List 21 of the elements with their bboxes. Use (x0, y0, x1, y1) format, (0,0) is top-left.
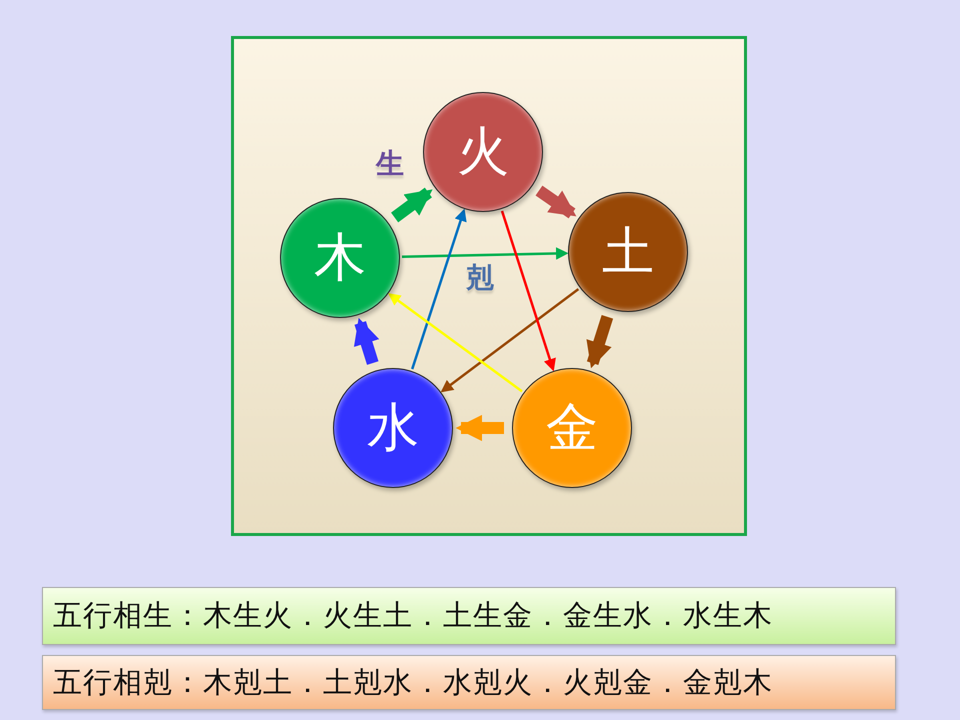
block-arrow (536, 186, 576, 218)
cycle-label: 生 (376, 150, 404, 178)
summary-bar (42, 655, 896, 710)
element-character: 火 (457, 126, 509, 178)
block-arrow (456, 414, 504, 442)
summary-bar (42, 587, 896, 645)
block-arrow (354, 318, 380, 365)
summary-text: 五行相剋：木剋土．土剋水．水剋火．火剋金．金剋木 (53, 664, 773, 700)
block-arrow (586, 314, 614, 368)
cycle-label: 剋 (466, 264, 494, 292)
arrow (388, 293, 523, 392)
element-character: 水 (367, 402, 419, 454)
block-arrow (391, 188, 433, 222)
arrow (500, 210, 556, 372)
arrow (440, 288, 580, 392)
arrow (411, 208, 467, 370)
summary-text: 五行相生：木生火．火生土．土生金．金生水．水生木 (53, 597, 773, 634)
element-character: 金 (546, 402, 598, 454)
element-character: 木 (314, 232, 366, 284)
element-character: 土 (602, 226, 654, 278)
arrow (402, 247, 569, 260)
